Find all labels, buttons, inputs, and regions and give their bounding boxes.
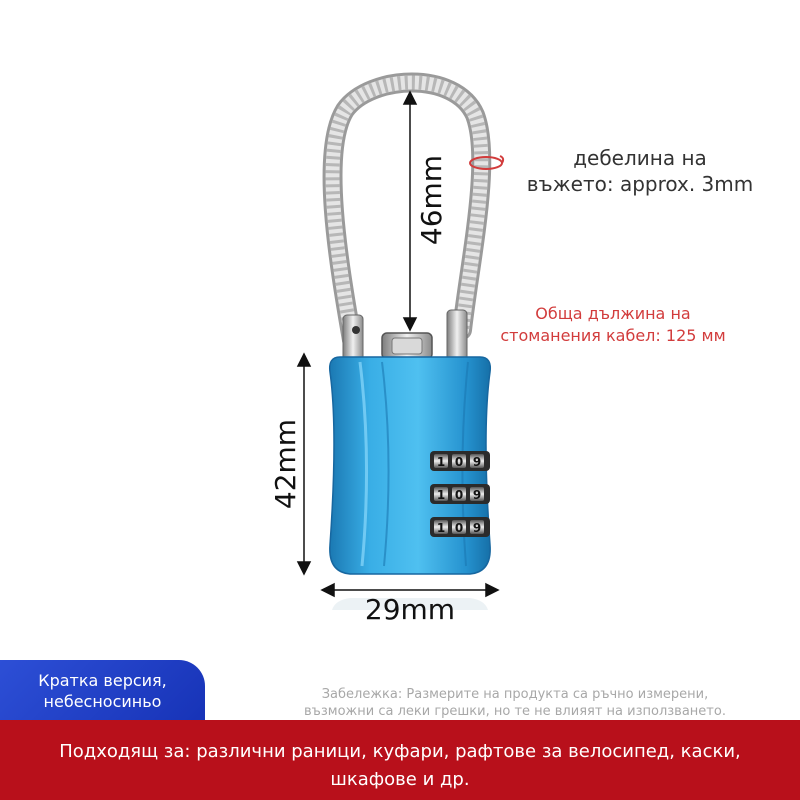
body-height-arrow: [296, 352, 312, 576]
disclaimer-line: Забележка: Размерите на продукта са ръчн…: [321, 687, 709, 702]
dial-digit: 1: [437, 521, 445, 535]
reflection: [332, 598, 488, 610]
red-ring-icon: [469, 155, 505, 170]
usage-banner-line: шкафове и др.: [330, 769, 470, 790]
version-badge: Кратка версия, небесносиньо: [0, 660, 205, 722]
dial-digit: 0: [455, 488, 463, 502]
body-width-label: 29mm: [364, 593, 456, 626]
body-width-arrow: [320, 582, 500, 598]
thickness-note-line: въжето: approx. 3mm: [526, 172, 754, 196]
dial-row-3: 1 0 9: [430, 517, 490, 537]
cable-height-label: 46mm: [415, 154, 448, 246]
dial-digit: 1: [437, 488, 445, 502]
version-badge-line: небесносиньо: [43, 692, 162, 711]
dial-digit: 9: [473, 521, 481, 535]
dial-row-2: 1 0 9: [430, 484, 490, 504]
cable-length-line: стоманения кабел: 125 мм: [500, 326, 726, 345]
body-height-label: 42mm: [269, 418, 302, 510]
dial-digit: 0: [455, 455, 463, 469]
dial-digit: 1: [437, 455, 445, 469]
usage-banner-line: Подходящ за: различни раници, куфари, ра…: [59, 741, 741, 762]
cable-length-note: Обща дължина на стоманения кабел: 125 мм: [468, 303, 758, 347]
usage-banner: Подходящ за: различни раници, куфари, ра…: [0, 720, 800, 800]
cable-height-arrow: [402, 90, 418, 332]
combination-dials[interactable]: 1 0 9 1 0 9 1 0 9: [430, 451, 490, 537]
dial-row-1: 1 0 9: [430, 451, 490, 471]
version-badge-line: Кратка версия,: [38, 671, 167, 690]
cable-thickness-note: дебелина на въжето: approx. 3mm: [505, 145, 775, 197]
dial-digit: 0: [455, 521, 463, 535]
disclaimer-line: възможни са леки грешки, но те не влияят…: [304, 704, 726, 719]
dial-digit: 9: [473, 488, 481, 502]
steel-cable: [322, 72, 492, 350]
dial-digit: 9: [473, 455, 481, 469]
measurement-disclaimer: Забележка: Размерите на продукта са ръчн…: [250, 686, 780, 720]
cable-length-line: Обща дължина на: [535, 304, 691, 323]
thickness-note-line: дебелина на: [573, 146, 707, 170]
